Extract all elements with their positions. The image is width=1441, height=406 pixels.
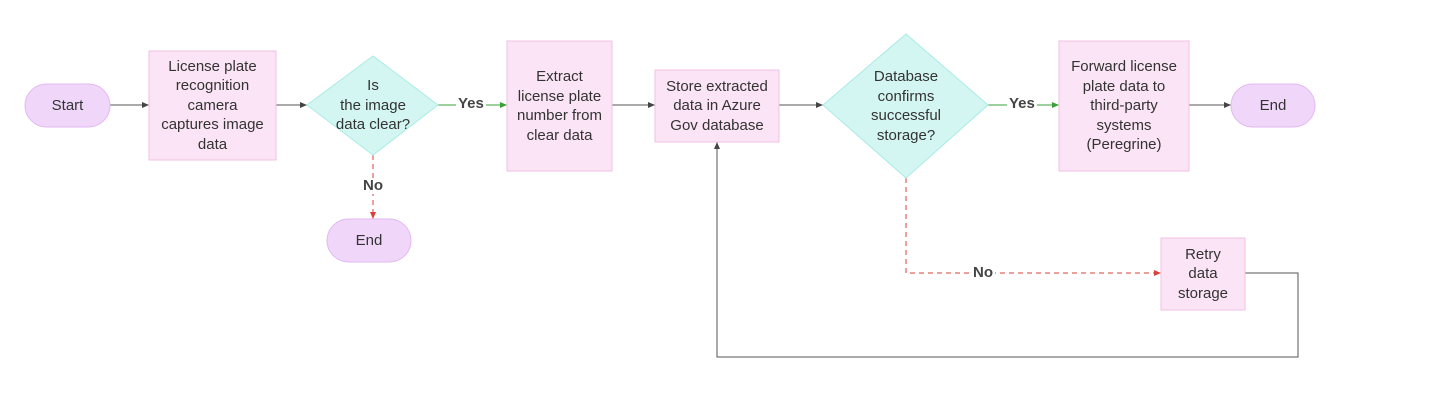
forward-process	[1058, 40, 1190, 172]
retry-process	[1160, 237, 1246, 311]
end-final-terminal	[1230, 83, 1316, 128]
clear-decision-label: Is the image data clear?	[335, 77, 411, 134]
edge-retry-to-store	[714, 142, 1299, 358]
retry-label: Retry data storage	[1177, 245, 1229, 302]
extract-label: Extract license plate number from clear …	[516, 68, 603, 144]
capture-process	[148, 50, 277, 161]
confirm-no-label: No	[971, 264, 995, 281]
confirm-yes-label: Yes	[1007, 95, 1037, 112]
edge-confirm-no	[905, 178, 1161, 276]
clear-yes-label: Yes	[456, 95, 486, 112]
capture-label: License plate recognition camera capture…	[161, 57, 264, 153]
confirm-decision-diamond	[822, 33, 989, 179]
extract-process	[506, 40, 613, 172]
clear-no-label: No	[361, 177, 385, 194]
forward-label: Forward license plate data to third-part…	[1071, 58, 1177, 154]
confirm-decision-label: Database confirms successful storage?	[870, 68, 942, 144]
end-unclear-terminal	[326, 218, 412, 263]
end-final-label: End	[1259, 96, 1287, 114]
store-process	[654, 69, 780, 143]
start-label: Start	[51, 96, 84, 114]
clear-decision-diamond	[306, 55, 439, 156]
store-label: Store extracted data in Azure Gov databa…	[666, 77, 768, 134]
end-unclear-label: End	[355, 231, 383, 249]
start-terminal	[24, 83, 111, 128]
